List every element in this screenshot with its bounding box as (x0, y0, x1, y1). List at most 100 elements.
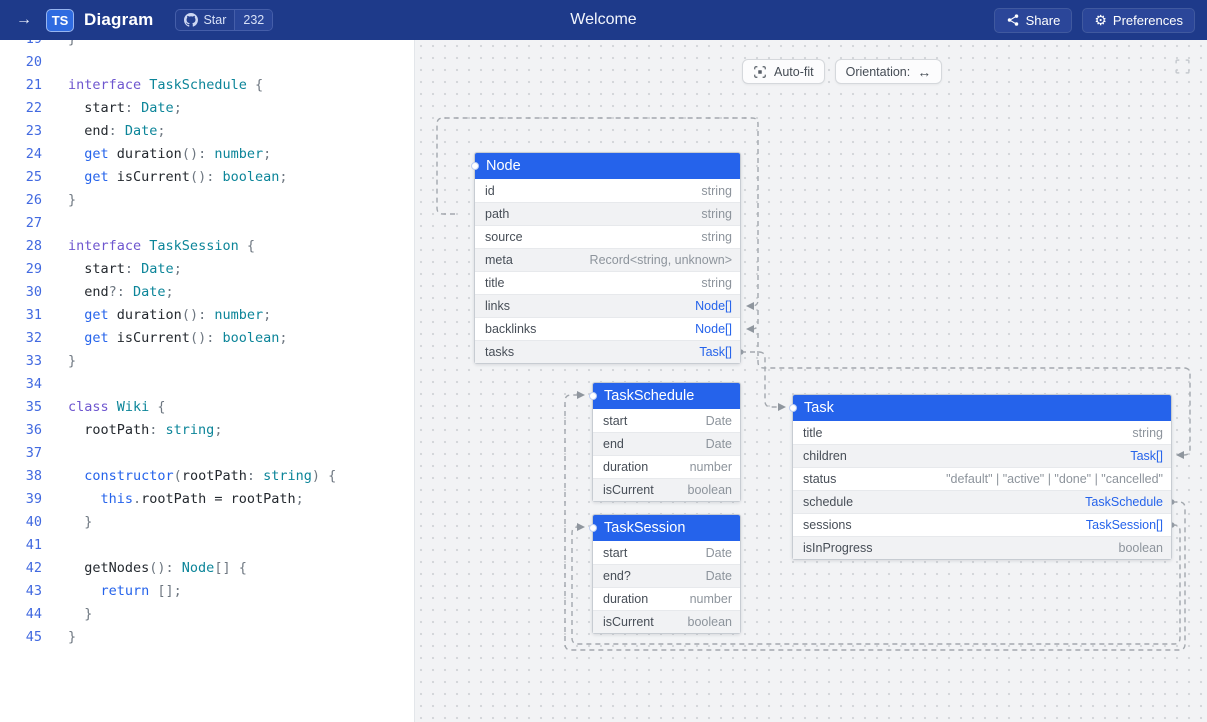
orientation-label: Orientation: (846, 65, 911, 79)
code-text: interface TaskSession { (42, 235, 255, 258)
entity-row: status"default" | "active" | "done" | "c… (793, 467, 1171, 490)
entity-row: backlinksNode[] (475, 317, 740, 340)
canvas-toolbar: Auto-fit Orientation: ↔ (742, 59, 942, 84)
orientation-horizontal-icon: ↔ (917, 64, 931, 80)
auto-fit-button[interactable]: Auto-fit (742, 59, 825, 84)
share-button[interactable]: Share (994, 8, 1073, 33)
entity-row: durationnumber (593, 587, 740, 610)
entity-row: endDate (593, 432, 740, 455)
entity-header[interactable]: Task (793, 395, 1171, 421)
entity-row: isCurrentboolean (593, 478, 740, 501)
entity-title: TaskSchedule (604, 388, 694, 404)
fullscreen-button[interactable] (1174, 58, 1191, 78)
code-line[interactable]: 41 (0, 534, 414, 557)
line-number: 25 (0, 166, 42, 189)
property-name: isInProgress (803, 541, 872, 555)
code-text: } (42, 511, 92, 534)
entity-row: startDate (593, 409, 740, 432)
code-line[interactable]: 22 start: Date; (0, 97, 414, 120)
github-star-button[interactable]: Star (176, 10, 234, 30)
code-line[interactable]: 29 start: Date; (0, 258, 414, 281)
property-name: source (485, 230, 523, 244)
code-line[interactable]: 21interface TaskSchedule { (0, 74, 414, 97)
property-name: end (603, 437, 624, 451)
entity-header[interactable]: TaskSession (593, 515, 740, 541)
code-line[interactable]: 30 end?: Date; (0, 281, 414, 304)
code-line[interactable]: 44 } (0, 603, 414, 626)
code-line[interactable]: 42 getNodes(): Node[] { (0, 557, 414, 580)
code-line[interactable]: 34 (0, 373, 414, 396)
property-type: boolean (688, 483, 733, 497)
property-name: end? (603, 569, 631, 583)
code-line[interactable]: 32 get isCurrent(): boolean; (0, 327, 414, 350)
line-number: 23 (0, 120, 42, 143)
app-logo: TS (46, 9, 74, 32)
property-type: Task[] (699, 345, 732, 359)
code-line[interactable]: 19} (0, 40, 414, 51)
orientation-button[interactable]: Orientation: ↔ (835, 59, 943, 84)
property-name: tasks (485, 345, 514, 359)
entity-task[interactable]: Task titlestringchildrenTask[]status"defa… (792, 394, 1172, 560)
code-text: } (42, 350, 76, 373)
entity-row: isInProgressboolean (793, 536, 1171, 559)
entity-header[interactable]: TaskSchedule (593, 383, 740, 409)
connector-arrowhead (746, 325, 754, 333)
code-line[interactable]: 38 constructor(rootPath: string) { (0, 465, 414, 488)
code-line[interactable]: 45} (0, 626, 414, 649)
line-number: 45 (0, 626, 42, 649)
code-editor[interactable]: 19}2021interface TaskSchedule {22 start:… (0, 40, 415, 722)
code-line[interactable]: 43 return []; (0, 580, 414, 603)
entity-node[interactable]: NodeidstringpathstringsourcestringmetaRe… (474, 152, 741, 364)
code-line[interactable]: 37 (0, 442, 414, 465)
code-line[interactable]: 31 get duration(): number; (0, 304, 414, 327)
code-line[interactable]: 27 (0, 212, 414, 235)
property-type: string (701, 230, 732, 244)
line-number: 42 (0, 557, 42, 580)
property-name: isCurrent (603, 615, 654, 629)
relation-connector (748, 310, 758, 329)
property-name: duration (603, 592, 648, 606)
code-line[interactable]: 28interface TaskSession { (0, 235, 414, 258)
entity-row: startDate (593, 541, 740, 564)
line-number: 37 (0, 442, 42, 465)
code-text: get isCurrent(): boolean; (42, 166, 288, 189)
entity-taskschedule[interactable]: TaskSchedulestartDateendDatedurationnumb… (592, 382, 741, 502)
code-line[interactable]: 40 } (0, 511, 414, 534)
code-line[interactable]: 36 rootPath: string; (0, 419, 414, 442)
line-number: 24 (0, 143, 42, 166)
code-lines: 19}2021interface TaskSchedule {22 start:… (0, 40, 414, 649)
code-text: rootPath: string; (42, 419, 222, 442)
code-text: this.rootPath = rootPath; (42, 488, 304, 511)
code-line[interactable]: 24 get duration(): number; (0, 143, 414, 166)
entity-header[interactable]: Node (475, 153, 740, 179)
code-line[interactable]: 26} (0, 189, 414, 212)
code-line[interactable]: 25 get isCurrent(): boolean; (0, 166, 414, 189)
topbar: → TS Diagram Star 232 Welcome Share ⚙ (0, 0, 1207, 40)
line-number: 20 (0, 51, 42, 74)
entity-rows: titlestringchildrenTask[]status"default"… (793, 421, 1171, 559)
code-text (42, 373, 68, 396)
star-count[interactable]: 232 (234, 10, 272, 30)
entity-tasksession[interactable]: TaskSessionstartDateend?Datedurationnumb… (592, 514, 741, 634)
diagram-canvas[interactable]: NodeidstringpathstringsourcestringmetaRe… (415, 40, 1207, 722)
code-line[interactable]: 23 end: Date; (0, 120, 414, 143)
line-number: 26 (0, 189, 42, 212)
entity-title: Task (804, 400, 834, 416)
entity-row: pathstring (475, 202, 740, 225)
line-number: 38 (0, 465, 42, 488)
preferences-label: Preferences (1113, 13, 1183, 28)
preferences-button[interactable]: ⚙ Preferences (1082, 8, 1195, 33)
code-line[interactable]: 39 this.rootPath = rootPath; (0, 488, 414, 511)
code-text: end: Date; (42, 120, 166, 143)
code-text: get duration(): number; (42, 304, 271, 327)
sidebar-toggle-icon[interactable]: → (12, 11, 36, 29)
code-line[interactable]: 35class Wiki { (0, 396, 414, 419)
code-line[interactable]: 20 (0, 51, 414, 74)
fullscreen-icon (1174, 58, 1191, 75)
property-name: title (485, 276, 504, 290)
line-number: 22 (0, 97, 42, 120)
connection-point (589, 524, 597, 532)
github-star-badge[interactable]: Star 232 (175, 9, 273, 31)
code-line[interactable]: 33} (0, 350, 414, 373)
topbar-right: Share ⚙ Preferences (994, 8, 1195, 33)
